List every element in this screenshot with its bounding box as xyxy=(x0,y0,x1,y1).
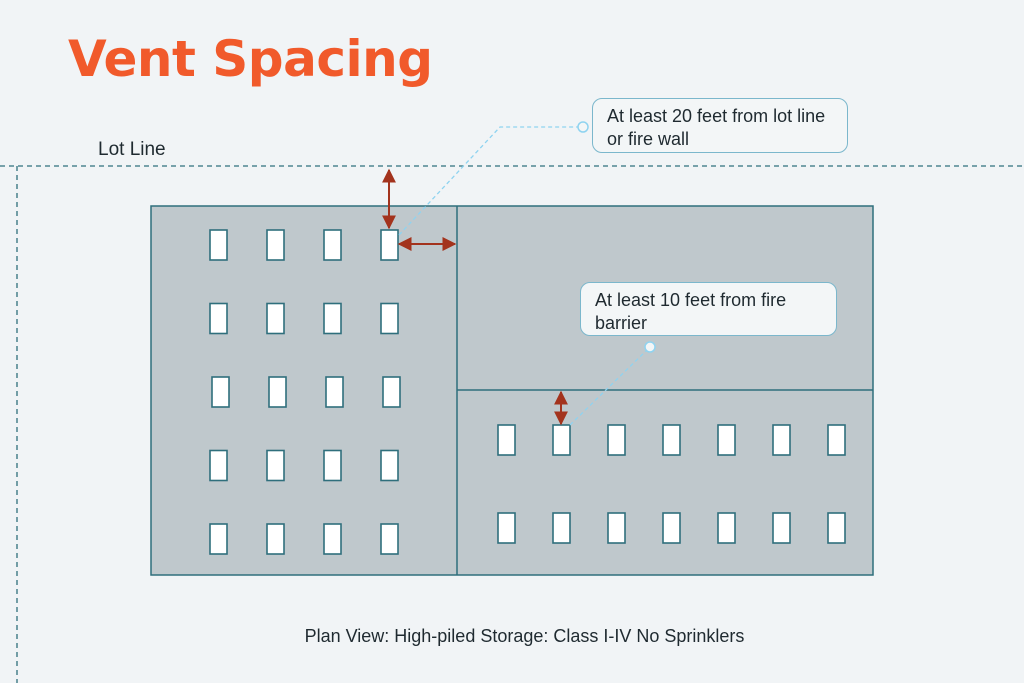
vent-right-r2-c1 xyxy=(497,512,516,544)
vent-left-r4-c3 xyxy=(323,449,342,482)
vent-right-r2-c2 xyxy=(552,512,571,544)
vent-left-r5-c1 xyxy=(209,523,228,555)
vents xyxy=(209,229,846,555)
leader-line-lot-line xyxy=(398,126,582,236)
vent-left-r5-c2 xyxy=(266,523,285,555)
vent-right-r1-c5 xyxy=(717,424,736,456)
leader-dot-fire-barrier xyxy=(644,341,656,353)
vent-left-r3-c2 xyxy=(268,376,287,408)
callout-lot-line: At least 20 feet from lot line or fire w… xyxy=(592,98,848,153)
vent-right-r1-c3 xyxy=(607,424,626,456)
vent-left-r5-c4 xyxy=(380,523,399,555)
leader-line-fire-barrier xyxy=(569,346,651,426)
vent-right-r1-c6 xyxy=(772,424,791,456)
vent-right-r1-c4 xyxy=(662,424,681,456)
vent-left-r2-c1 xyxy=(209,302,228,335)
lot-line-label: Lot Line xyxy=(98,139,166,160)
vent-right-r2-c7 xyxy=(827,512,846,544)
page-title: Vent Spacing xyxy=(68,30,433,88)
vent-left-r1-c2 xyxy=(266,229,285,261)
vent-left-r3-c4 xyxy=(382,376,401,408)
vent-left-r2-c3 xyxy=(323,302,342,335)
vent-left-r1-c1 xyxy=(209,229,228,261)
vent-left-r3-c3 xyxy=(325,376,344,408)
vent-left-r4-c4 xyxy=(380,449,399,482)
vent-left-r2-c4 xyxy=(380,302,399,335)
callout-fire-barrier: At least 10 feet from fire barrier xyxy=(580,282,837,336)
vent-left-r3-c1 xyxy=(211,376,230,408)
vent-left-r2-c2 xyxy=(266,302,285,335)
vent-left-r1-c3 xyxy=(323,229,342,261)
diagram-caption: Plan View: High-piled Storage: Class I-I… xyxy=(304,626,745,646)
vent-right-r1-c7 xyxy=(827,424,846,456)
vent-left-r1-c4 xyxy=(380,229,399,261)
vent-right-r1-c1 xyxy=(497,424,516,456)
vent-right-r2-c3 xyxy=(607,512,626,544)
vent-left-r5-c3 xyxy=(323,523,342,555)
vent-right-r2-c6 xyxy=(772,512,791,544)
vent-left-r4-c1 xyxy=(209,449,228,482)
vent-right-r2-c5 xyxy=(717,512,736,544)
vent-left-r4-c2 xyxy=(266,449,285,482)
vent-right-r2-c4 xyxy=(662,512,681,544)
leader-dot-lot-line xyxy=(577,121,589,133)
vent-right-r1-c2 xyxy=(552,424,571,456)
